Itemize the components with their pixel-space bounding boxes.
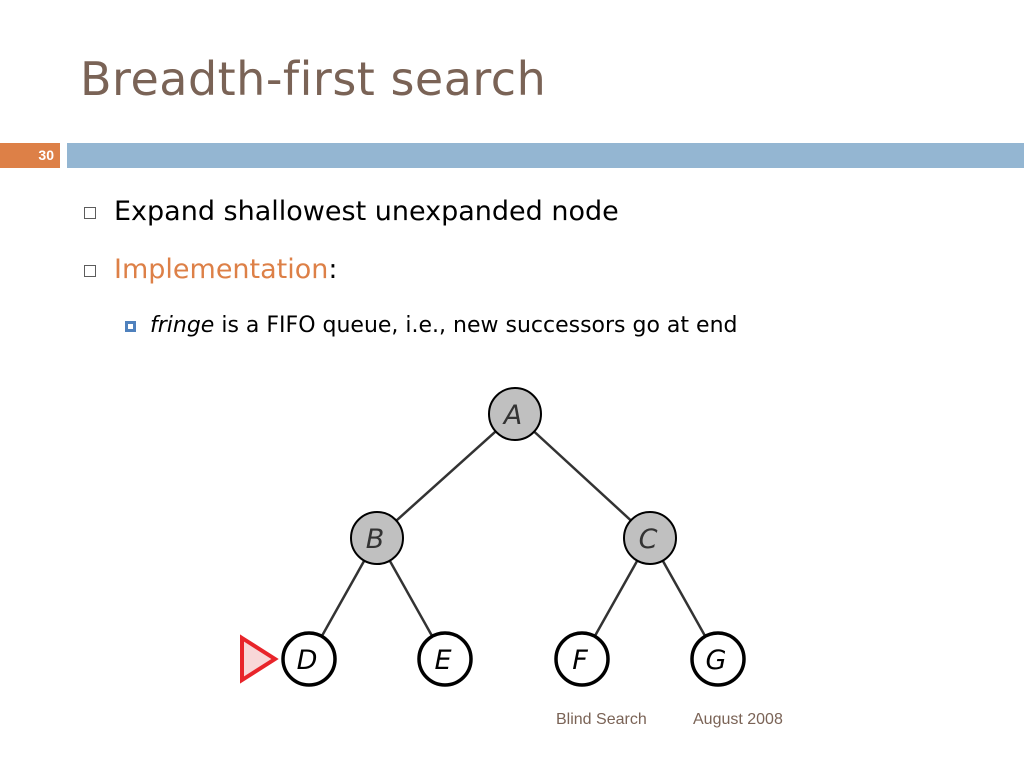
next-node-marker-icon	[240, 634, 279, 684]
sub-bullet-body: is a FIFO queue, i.e., new successors go…	[214, 313, 738, 338]
tree-node-circle	[350, 511, 404, 565]
tree-node-C: C	[623, 511, 677, 565]
title-rule-bar	[67, 143, 1024, 168]
bullet-suffix: :	[328, 254, 338, 285]
tree-node-label: B	[366, 524, 385, 555]
tree-node-label: E	[434, 645, 451, 676]
footer-date: August 2008	[693, 711, 783, 728]
tree-node-label: G	[706, 645, 727, 676]
tree-node-circle	[690, 631, 746, 687]
bullet-text: Implementation:	[114, 254, 338, 285]
sub-bullet-emphasis: fringe	[150, 313, 215, 338]
footer-section: Blind Search	[556, 711, 647, 728]
slide-number-badge	[0, 143, 60, 168]
tree-edge-A-B	[376, 413, 516, 539]
tree-node-F: F	[554, 631, 610, 687]
sub-bullet-text: fringe is a FIFO queue, i.e., new succes…	[150, 313, 737, 338]
tree-node-B: B	[350, 511, 404, 565]
bullet-box-icon	[84, 207, 96, 219]
sub-bullet-icon	[125, 321, 136, 332]
slide-number: 30	[38, 147, 54, 163]
tree-node-E: E	[417, 631, 473, 687]
tree-node-label: A	[502, 400, 522, 431]
tree-node-circle	[554, 631, 610, 687]
tree-node-circle	[488, 387, 542, 441]
tree-node-circle	[623, 511, 677, 565]
tree-edge-A-C	[514, 413, 651, 539]
tree-node-circle	[281, 631, 337, 687]
slide-title: Breadth-first search	[80, 52, 547, 106]
bullet-text: Expand shallowest unexpanded node	[114, 196, 619, 227]
tree-node-G: G	[690, 631, 746, 687]
bullet-accent-text: Implementation	[114, 254, 329, 285]
tree-node-D: D	[281, 631, 337, 687]
tree-node-label: C	[639, 524, 658, 555]
bullet-box-icon	[84, 265, 96, 277]
tree-node-label: F	[572, 645, 588, 676]
tree-node-label: D	[297, 645, 318, 676]
tree-node-A: A	[488, 387, 542, 441]
tree-node-circle	[417, 631, 473, 687]
